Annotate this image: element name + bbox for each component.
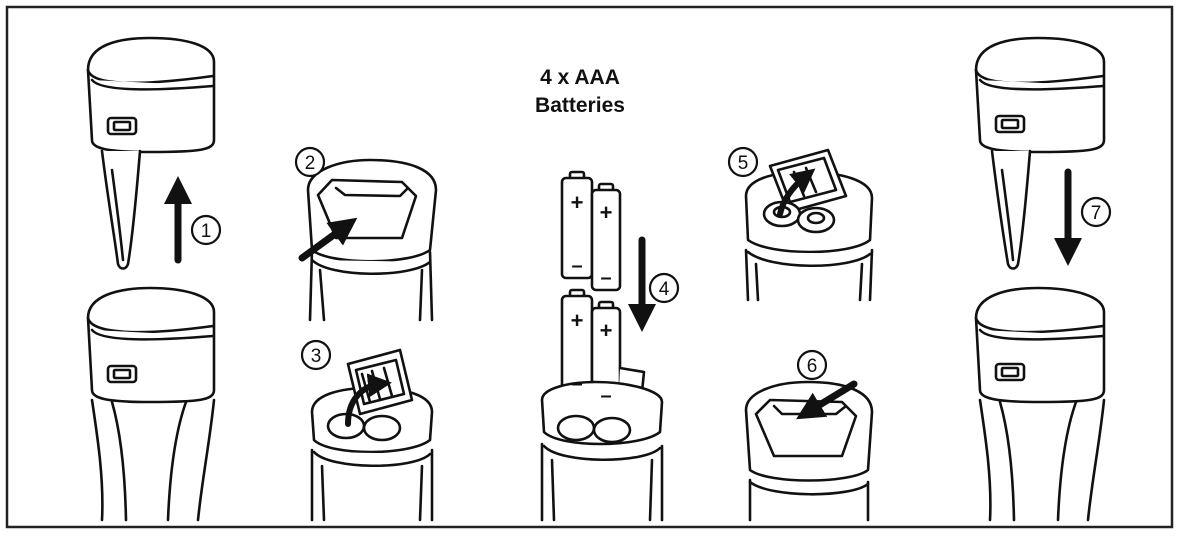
battery-upper-right — [590, 182, 622, 292]
panel-step-6 — [744, 380, 874, 522]
sensor-head-top-left — [86, 36, 216, 270]
panel-step-2 — [298, 158, 438, 322]
panel-step-5 — [744, 148, 874, 302]
arrow-close-5 — [777, 168, 816, 217]
sensor-unit-bottom-right — [974, 286, 1106, 522]
sensor-unit-bottom-left — [86, 286, 216, 522]
battery-lower-left — [560, 288, 594, 398]
panel-step-7 — [974, 36, 1106, 522]
battery-upper-left — [560, 170, 594, 280]
arrow-push-6 — [796, 380, 858, 420]
panel-step-4 — [540, 170, 664, 522]
battery-plus-4: + — [600, 318, 613, 343]
battery-minus-3: – — [571, 373, 582, 395]
battery-minus-4: – — [600, 385, 611, 407]
step-number-5: 5 — [738, 153, 749, 174]
panel-step-1 — [86, 36, 216, 522]
step-number-4: 4 — [659, 279, 670, 300]
battery-plus-3: + — [571, 308, 584, 333]
battery-plus-2: + — [600, 200, 613, 225]
battery-minus-1: – — [571, 255, 582, 277]
step-number-6: 6 — [807, 356, 818, 377]
outer-border — [5, 5, 1174, 529]
heading-line-1: 4 x AAA — [540, 66, 620, 89]
sensor-head-top-right — [974, 36, 1106, 270]
arrow-lift-3 — [345, 373, 392, 427]
battery-plus-1: + — [571, 190, 584, 215]
panel-step-3 — [310, 348, 434, 522]
battery-minus-2: – — [600, 267, 611, 289]
heading-line-2: Batteries — [535, 94, 625, 117]
step-number-7: 7 — [1091, 203, 1102, 224]
step-number-3: 3 — [311, 346, 322, 367]
step-number-1: 1 — [201, 221, 212, 242]
arrow-push-2 — [298, 217, 358, 262]
step-number-2: 2 — [305, 153, 316, 174]
